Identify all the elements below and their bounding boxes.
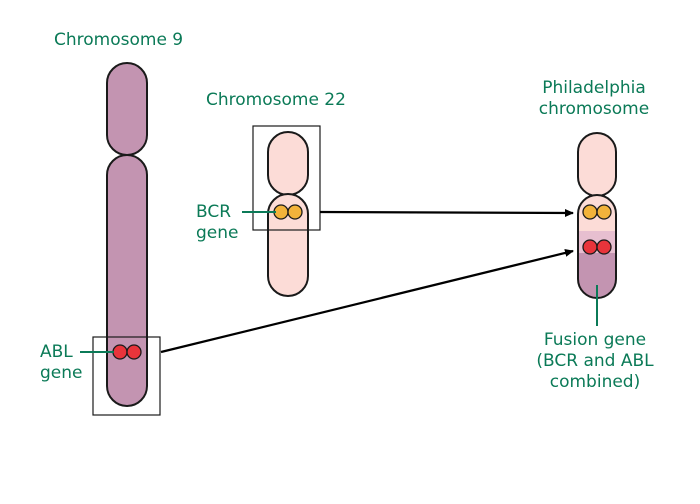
philadelphia-short-arm: [577, 132, 617, 197]
chromosome-22-label: Chromosome 22: [206, 90, 346, 110]
chromosome-9-label: Chromosome 9: [54, 30, 184, 50]
fusion-bcr-dot-left: [582, 204, 598, 220]
bcr-gene-label-line2: gene: [196, 223, 239, 243]
chromosome-9: [106, 62, 148, 407]
philadelphia-label-line1: Philadelphia: [542, 78, 646, 98]
chromosome-22: [267, 131, 309, 297]
fusion-abl-dot-right: [596, 239, 612, 255]
fusion-gene-label-line3: combined): [549, 372, 641, 392]
abl-gene: [112, 344, 142, 360]
fusion-abl-dot-left: [582, 239, 598, 255]
abl-gene-label: ABL gene: [40, 342, 82, 384]
philadelphia-chromosome: [577, 132, 617, 299]
bcr-translocation-arrow: [319, 208, 574, 217]
bcr-gene-dot-right: [287, 204, 303, 220]
abl-gene-label-line1: ABL: [40, 342, 73, 362]
fusion-bcr-dot-right: [596, 204, 612, 220]
fusion-gene-label-line2: (BCR and ABL: [536, 351, 654, 371]
bcr-gene: [273, 204, 303, 220]
bcr-gene-dot-left: [273, 204, 289, 220]
abl-translocation-arrow: [160, 249, 574, 354]
fusion-bcr-gene: [582, 204, 612, 220]
abl-gene-dot-left: [112, 344, 128, 360]
bcr-gene-label: BCR gene: [196, 202, 238, 244]
chromosome-22-short-arm: [267, 131, 309, 196]
bcr-region-box: [252, 125, 321, 231]
abl-gene-label-line2: gene: [40, 363, 83, 383]
philadelphia-label: Philadelphia chromosome: [520, 78, 668, 120]
chromosome-22-long-arm: [267, 193, 309, 297]
abl-region-box: [92, 336, 161, 416]
bcr-gene-label-line1: BCR: [196, 202, 232, 222]
fusion-abl-gene: [582, 239, 612, 255]
philadelphia-label-line2: chromosome: [538, 99, 650, 119]
fusion-gene-label-line1: Fusion gene: [543, 330, 647, 350]
chromosome-9-short-arm: [106, 62, 148, 156]
chromosome-9-long-arm: [106, 154, 148, 407]
abl-gene-dot-right: [126, 344, 142, 360]
fusion-gene-label: Fusion gene (BCR and ABL combined): [515, 330, 675, 393]
